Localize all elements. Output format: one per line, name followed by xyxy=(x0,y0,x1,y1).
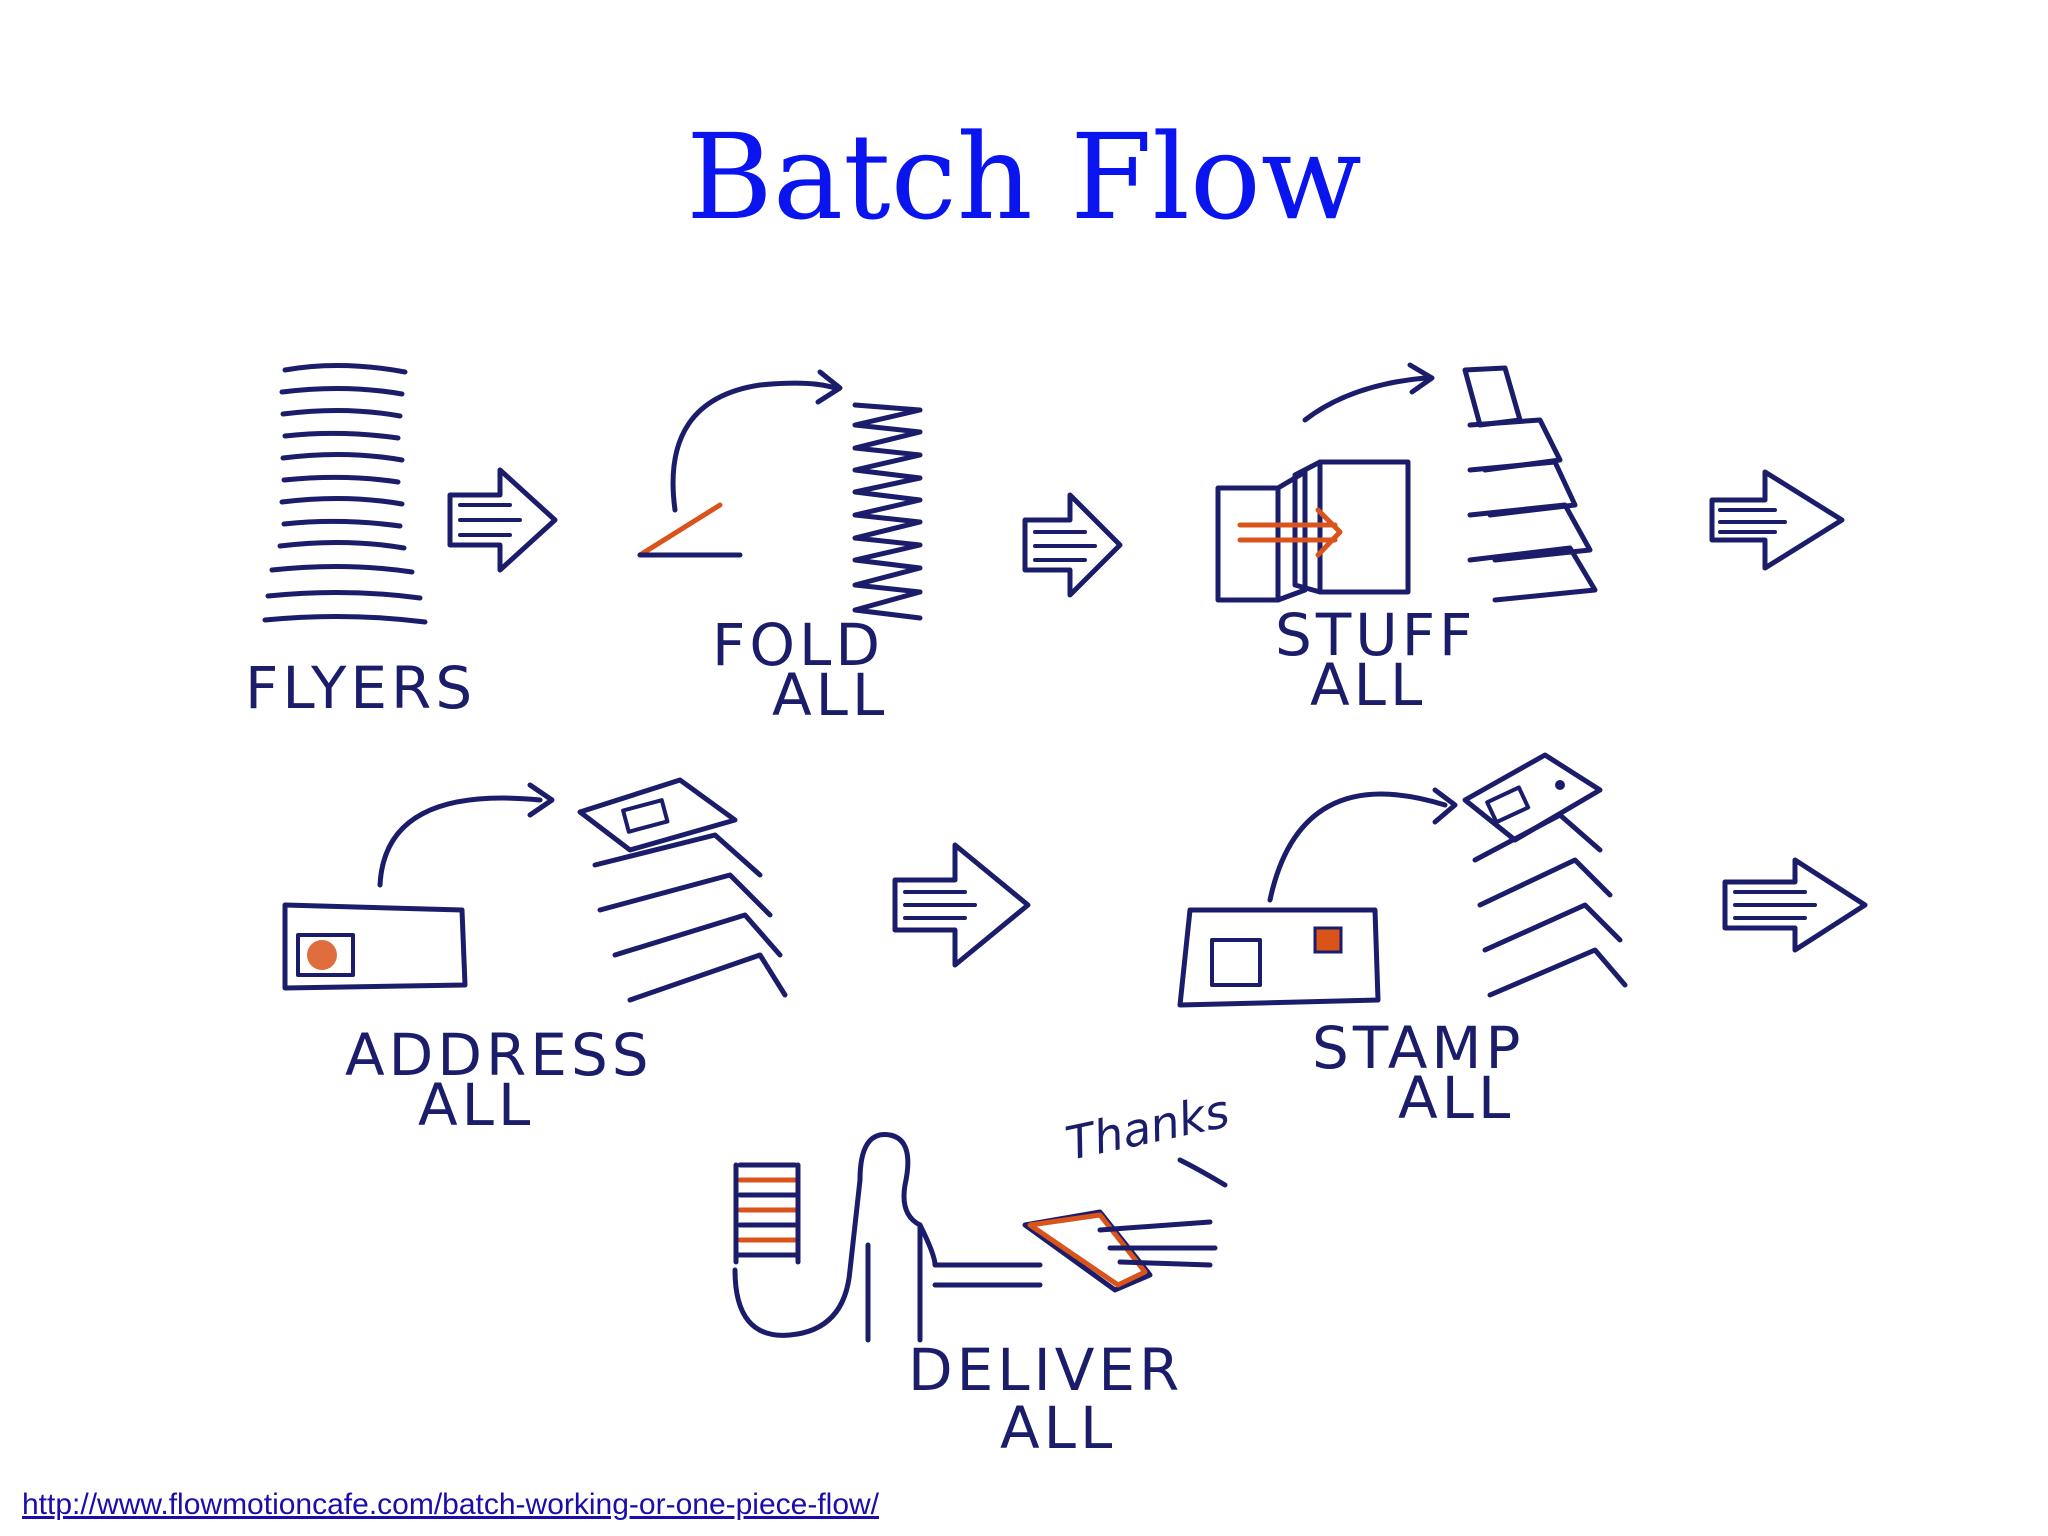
step-label-address: ADDRESS xyxy=(345,1021,653,1089)
flyers-stack-icon xyxy=(262,362,428,625)
step-label-fold: FOLD xyxy=(712,611,884,679)
step-label-stuff: STUFF xyxy=(1275,601,1476,669)
step-label-deliver: DELIVER xyxy=(908,1336,1183,1404)
mail-stack-icon xyxy=(733,1162,801,1265)
step-label-stamp-all: ALL xyxy=(1398,1064,1514,1132)
speech-thanks: Thanks xyxy=(1061,1084,1234,1171)
flow-arrow-icon xyxy=(1709,469,1845,571)
fold-icon xyxy=(637,369,923,621)
flow-arrow-icon xyxy=(1022,492,1123,598)
step-label-fold-all: ALL xyxy=(772,661,888,729)
step-label-address-all: ALL xyxy=(418,1071,534,1139)
stuff-envelope-icon xyxy=(1215,362,1598,603)
address-envelope-icon xyxy=(282,777,788,1003)
flow-arrow-icon xyxy=(892,842,1031,968)
step-label-stuff-all: ALL xyxy=(1310,651,1426,719)
slide-title: Batch Flow xyxy=(686,108,1362,246)
step-label-stamp: STAMP xyxy=(1312,1014,1524,1082)
person-delivering-icon xyxy=(732,1132,1228,1343)
source-link[interactable]: http://www.flowmotioncafe.com/batch-work… xyxy=(22,1488,880,1521)
flow-arrow-icon xyxy=(447,467,558,573)
step-label-deliver-all: ALL xyxy=(1000,1394,1116,1462)
flow-arrow-icon xyxy=(1722,857,1868,953)
stamp-envelope-icon xyxy=(1177,752,1628,1008)
step-label-flyers: FLYERS xyxy=(245,654,476,722)
